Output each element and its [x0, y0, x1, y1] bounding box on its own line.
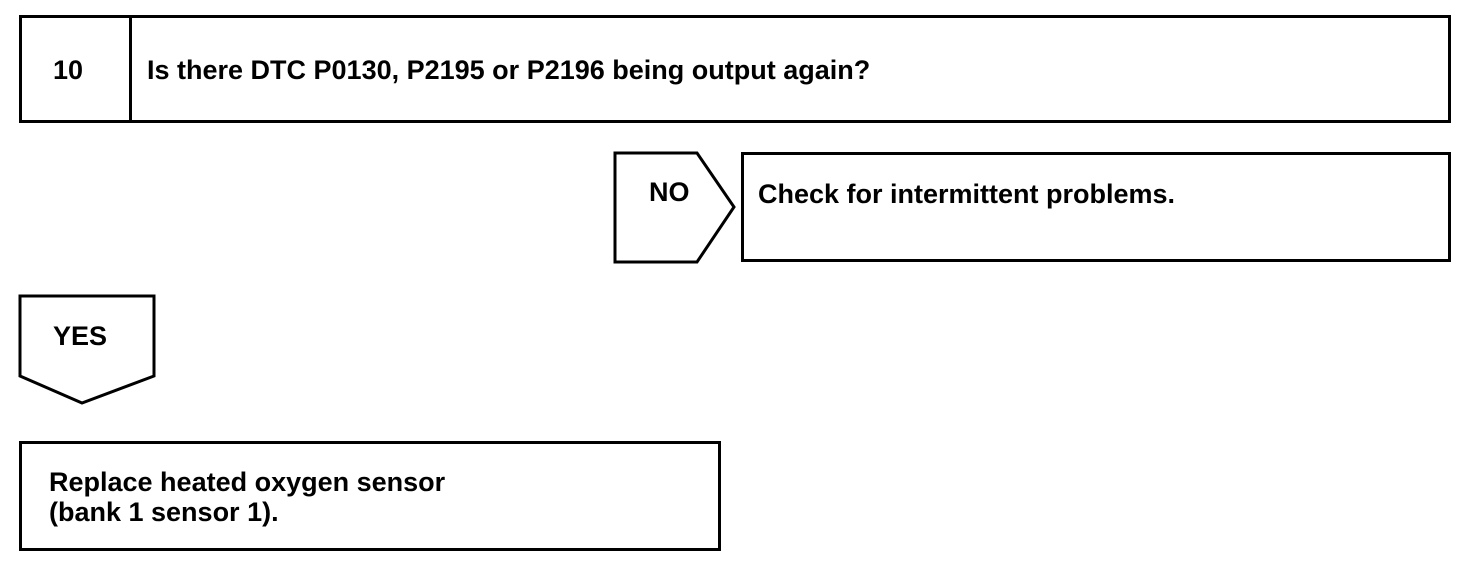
step-number-cell: 10 [22, 18, 132, 120]
no-arrow-shape [613, 151, 736, 264]
step-question: Is there DTC P0130, P2195 or P2196 being… [147, 55, 871, 85]
step-box: 10 Is there DTC P0130, P2195 or P2196 be… [19, 15, 1451, 123]
yes-result-text: Replace heated oxygen sensor (bank 1 sen… [49, 467, 445, 527]
yes-result-line-1: Replace heated oxygen sensor [49, 467, 446, 497]
yes-result-line-2: (bank 1 sensor 1). [49, 497, 279, 527]
no-branch-label: NO [649, 177, 690, 207]
yes-result-box: Replace heated oxygen sensor (bank 1 sen… [19, 441, 721, 551]
no-result-text: Check for intermittent problems. [758, 179, 1176, 209]
no-result-box: Check for intermittent problems. [741, 152, 1451, 262]
yes-arrow-shape [18, 294, 156, 405]
yes-branch-label: YES [53, 321, 108, 351]
step-number: 10 [53, 55, 84, 85]
